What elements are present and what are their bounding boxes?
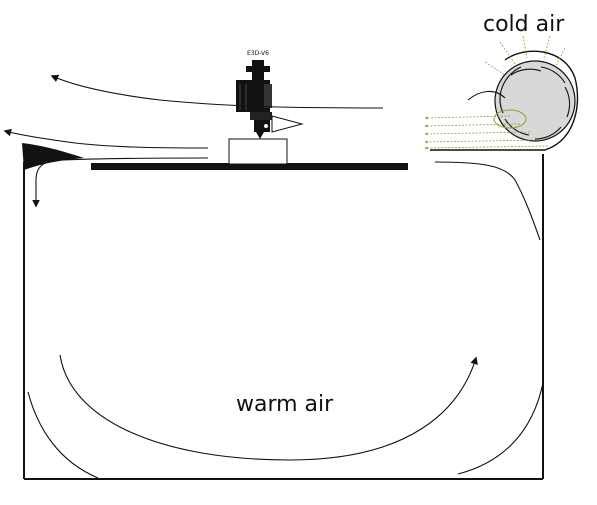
exhaust-vent [22,143,84,170]
hotend-icon [236,60,304,139]
left-corner-flow [27,391,99,479]
vent-down-flow [32,157,209,208]
printed-part [228,138,288,165]
blower-fan-icon [430,50,579,151]
top-exhaust-flow [50,74,384,109]
hotend-label: E3D-V6 [247,50,269,57]
right-corner-flow [457,382,544,475]
warm-air-label: warm air [236,392,334,417]
right-wall-flow [434,161,541,241]
build-plate [91,163,408,170]
cold-air-label: cold air [483,12,565,37]
enclosure [23,154,544,480]
cold-air-intake [484,35,566,76]
middle-exhaust-flow [3,128,209,149]
cold-air-streams [424,115,549,150]
warm-air-circulation [59,354,478,461]
